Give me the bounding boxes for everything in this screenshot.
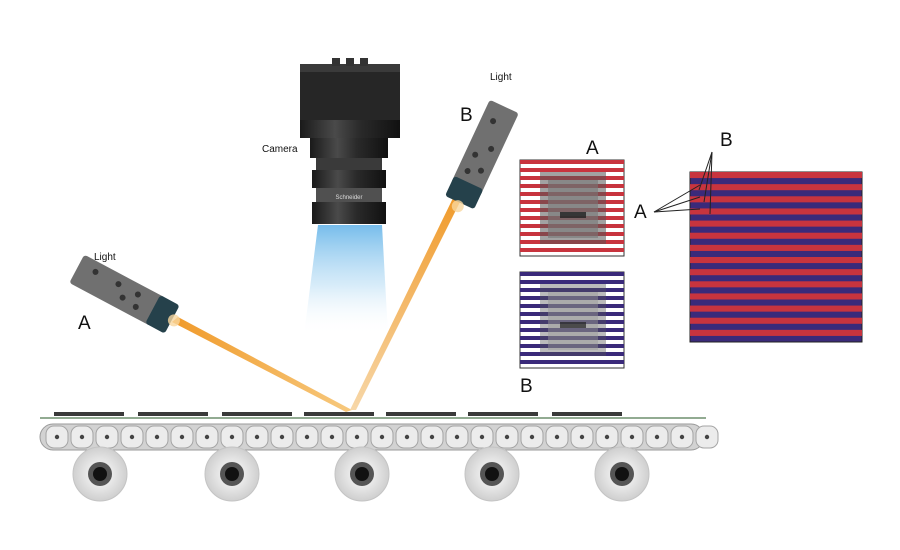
link-pin (254, 434, 260, 440)
link-pin (104, 434, 110, 440)
link-pin (529, 434, 535, 440)
link-pin (354, 434, 360, 440)
stripe (520, 328, 624, 332)
pulley-axle (615, 467, 629, 481)
link-pin (129, 434, 135, 440)
stripe (690, 172, 862, 179)
stripe (520, 336, 624, 340)
part-on-belt (304, 412, 374, 416)
image-b-panel (519, 271, 625, 369)
stripe (520, 296, 624, 300)
camera-icon: Schneider (300, 58, 400, 224)
spot-light-a-icon (70, 255, 180, 333)
link-pin (404, 434, 410, 440)
link-pin (504, 434, 510, 440)
link-pin (579, 434, 585, 440)
pulley-axle (485, 467, 499, 481)
pulley-axle (93, 467, 107, 481)
link-pin (154, 434, 160, 440)
image-a-panel (519, 159, 625, 257)
link-pin (379, 434, 385, 440)
link-pin (429, 434, 435, 440)
stripe (520, 168, 624, 172)
link-pin (554, 434, 560, 440)
stripe (690, 184, 862, 191)
stripe (520, 160, 624, 164)
stripe (520, 280, 624, 284)
stripe (690, 293, 862, 300)
link-pin (329, 434, 335, 440)
stripe (690, 317, 862, 324)
image-b-letter: B (520, 376, 533, 397)
light-a-label: Light (94, 252, 116, 263)
light-b-label: Light (490, 72, 512, 83)
light-a-letter: A (78, 313, 91, 334)
conveyor-belt-icon (39, 412, 719, 502)
stripe (690, 232, 862, 239)
stripe (690, 257, 862, 264)
lens-brand-text: Schneider (335, 195, 362, 201)
link-pin (479, 434, 485, 440)
spot-light-b-icon (445, 100, 518, 213)
part-on-belt (468, 412, 538, 416)
link-pin (304, 434, 310, 440)
camera-label: Camera (262, 144, 298, 155)
part-on-belt (138, 412, 208, 416)
link-pin (229, 434, 235, 440)
part-on-belt (552, 412, 622, 416)
combined-a-letter: A (634, 202, 647, 223)
stripe (690, 208, 862, 215)
stripe (690, 220, 862, 227)
stripe (520, 272, 624, 276)
stripe (690, 305, 862, 312)
stripe (690, 281, 862, 288)
link-pin (279, 434, 285, 440)
link-pin (179, 434, 185, 440)
part-on-belt (222, 412, 292, 416)
image-a-letter: A (586, 138, 599, 159)
link-pin (454, 434, 460, 440)
light-beam-a (172, 317, 352, 412)
combined-b-letter: B (720, 130, 733, 151)
link-pin (704, 434, 710, 440)
pulley-axle (355, 467, 369, 481)
link-pin (604, 434, 610, 440)
link-pin (679, 434, 685, 440)
light-beam-b (350, 196, 462, 410)
stripe (520, 288, 624, 292)
stripe (520, 360, 624, 364)
stripe (520, 352, 624, 356)
stripe (690, 244, 862, 251)
stripe (520, 344, 624, 348)
link-pin (204, 434, 210, 440)
stripe (690, 196, 862, 203)
pulley-axle (225, 467, 239, 481)
stripe (520, 248, 624, 252)
part-on-belt (54, 412, 124, 416)
stripe (690, 329, 862, 336)
link-pin (79, 434, 85, 440)
pointer-arrows (653, 151, 713, 215)
camera-illumination-cone (304, 225, 388, 335)
stripe (690, 269, 862, 276)
stripe (520, 312, 624, 316)
link-pin (629, 434, 635, 440)
light-b-letter: B (460, 105, 473, 126)
link-pin (54, 434, 60, 440)
combined-image-panel (689, 171, 863, 343)
part-on-belt (386, 412, 456, 416)
stripe (520, 304, 624, 308)
link-pin (654, 434, 660, 440)
